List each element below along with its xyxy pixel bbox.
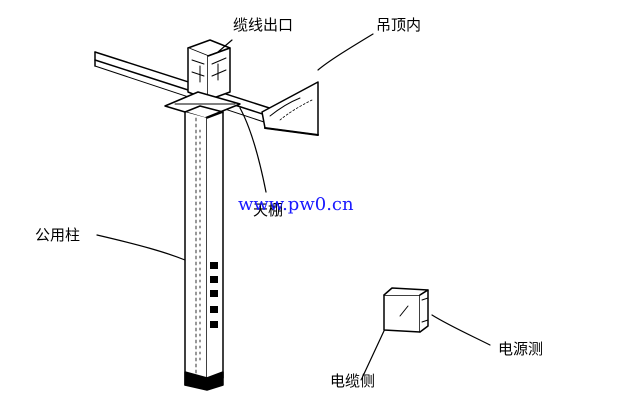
leader-ceiling-inside bbox=[317, 33, 374, 71]
label-utility-column: 公用柱 bbox=[35, 226, 81, 244]
utility-column bbox=[184, 105, 224, 386]
leader-cable-outlet bbox=[217, 39, 233, 53]
label-cable-side: 电缆侧 bbox=[330, 372, 376, 390]
label-cable-outlet: 缆线出口 bbox=[233, 16, 294, 34]
socket-outlets bbox=[210, 262, 218, 328]
leader-utility-column bbox=[96, 234, 186, 261]
cable-outlet-box bbox=[187, 39, 231, 101]
leader-ceiling-panel bbox=[239, 107, 267, 193]
leader-lines bbox=[96, 33, 491, 377]
column-base bbox=[184, 371, 224, 391]
watermark-text: www.pw0.cn bbox=[238, 194, 354, 215]
label-ceiling-inside: 吊顶内 bbox=[376, 16, 422, 34]
ceiling-flange bbox=[164, 91, 241, 119]
label-ceiling-panel: 天棚 bbox=[253, 201, 284, 219]
ceiling-wedge bbox=[261, 81, 319, 136]
label-power-side: 电源测 bbox=[498, 340, 544, 358]
junction-box bbox=[383, 287, 429, 333]
leader-power-side bbox=[431, 314, 491, 346]
